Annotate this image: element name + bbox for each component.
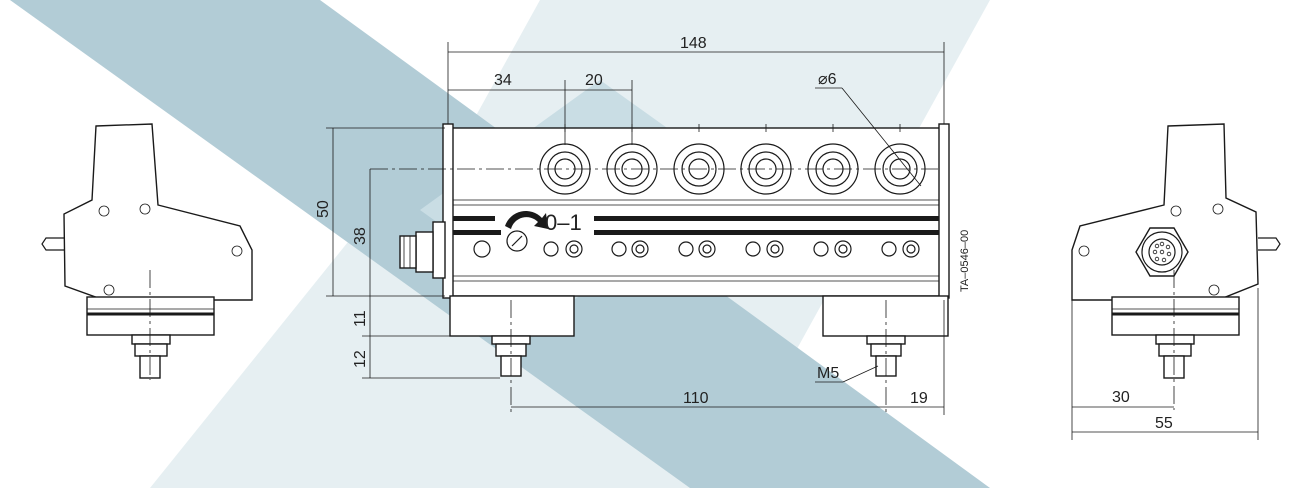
front-view: 0–1 <box>315 35 971 415</box>
left-side-view <box>41 123 253 380</box>
dim-19-label: 19 <box>910 390 928 407</box>
nozzle-6 <box>874 143 926 195</box>
screw-icon <box>98 205 110 217</box>
left-housing <box>63 123 253 301</box>
dimension-stud-spacing: 110 19 <box>511 300 945 415</box>
dimension-overall-length: 148 <box>447 35 945 124</box>
screw-icon <box>1078 245 1090 257</box>
cable-connector <box>399 221 446 279</box>
left-nut <box>134 343 168 357</box>
dimension-nozzle-offsets: 34 20 <box>448 72 633 145</box>
screw-icon <box>231 245 243 257</box>
groove-bar <box>594 230 939 235</box>
groove-bar <box>453 230 501 235</box>
right-base-plate <box>1111 296 1240 336</box>
left-washer <box>131 334 171 345</box>
dimension-heights: 50 38 <box>315 127 445 297</box>
groove-bar <box>453 216 495 221</box>
right-air-nozzle <box>1258 237 1281 251</box>
nozzle-4 <box>740 143 792 195</box>
dim-50-label: 50 <box>315 200 332 218</box>
screw-icon <box>1212 203 1224 215</box>
right-washer <box>1155 334 1195 345</box>
right-side-view: 30 55 <box>1071 123 1281 440</box>
thread-label: M5 <box>817 365 839 382</box>
dimension-side: 30 55 <box>1071 288 1259 440</box>
right-end-plate <box>938 123 950 299</box>
dim-38-label: 38 <box>352 227 369 245</box>
left-air-nozzle <box>41 237 64 251</box>
screw-icon <box>103 284 115 296</box>
right-nut <box>1158 343 1192 357</box>
thread-callout: M5 <box>815 365 879 383</box>
dimension-hole-diameter: ⌀6 <box>815 71 922 187</box>
drawing-number: TA–0546–00 <box>959 230 971 292</box>
nozzle-3 <box>673 143 725 195</box>
nozzle-5 <box>807 143 859 195</box>
dimension-base-stud: 11 12 <box>352 296 500 379</box>
dim-11-label: 11 <box>352 310 369 327</box>
dim-12-label: 12 <box>352 350 369 368</box>
left-foot <box>449 295 575 337</box>
right-foot <box>822 295 949 337</box>
rotation-arrow-icon <box>505 210 548 229</box>
groove-bar <box>594 216 939 221</box>
screw-icon <box>1170 205 1182 217</box>
screw-icon <box>1208 284 1220 296</box>
dim-30-label: 30 <box>1112 389 1130 406</box>
left-base-plate <box>86 296 215 336</box>
dim-34-label: 34 <box>494 72 512 89</box>
dim-diameter-label: ⌀6 <box>818 71 837 88</box>
screw-icon <box>139 203 151 215</box>
band-light-left <box>150 140 610 488</box>
right-stud-assembly <box>866 300 906 415</box>
dim-20-label: 20 <box>585 72 603 89</box>
adjuster-row <box>473 240 920 258</box>
rotary-switch-knob <box>506 230 528 252</box>
dim-110-label: 110 <box>683 390 709 407</box>
left-stud-assembly <box>491 300 531 415</box>
dim-55-label: 55 <box>1155 415 1173 432</box>
dim-148-label: 148 <box>680 35 707 52</box>
switch-label: 0–1 <box>545 210 582 235</box>
